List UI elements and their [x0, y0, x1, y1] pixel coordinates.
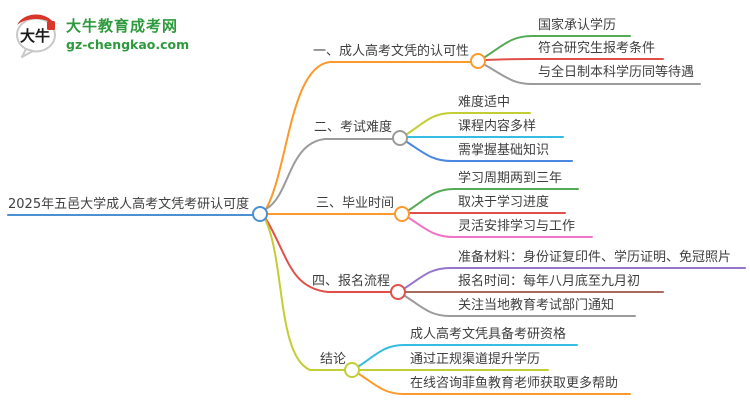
- branch-4-child-3: 关注当地教育考试部门通知: [458, 298, 615, 313]
- connector-branch-4-child-1: [404, 267, 746, 289]
- branch-3-child-3: 灵活安排学习与工作: [458, 219, 576, 234]
- branch-2-child-3: 需掌握基础知识: [458, 143, 550, 158]
- node-circle-branch-2: [392, 130, 408, 146]
- logo-site-url: gz-chengkao.com: [66, 36, 190, 52]
- daniu-speech-bubble-icon: 大牛: [16, 14, 56, 58]
- branch-4-child-1: 准备材料：身份证复印件、学历证明、免冠照片: [458, 250, 732, 265]
- connector-branch-2: [265, 138, 393, 210]
- site-logo[interactable]: 大牛 大牛教育成考网 gz-chengkao.com: [12, 8, 189, 58]
- connector-branch-2-child-1: [406, 112, 531, 135]
- branch-2-child-1: 难度适中: [458, 95, 511, 110]
- logo-icon-characters: 大牛: [20, 27, 50, 45]
- branch-5-child-2: 通过正规渠道提升学历: [410, 352, 541, 367]
- logo-site-name: 大牛教育成考网: [66, 16, 179, 35]
- branch-3-child-2: 取决于学习进度: [458, 195, 550, 210]
- node-circle-branch-1: [470, 53, 486, 69]
- central-topic: 2025年五邑大学成人高考文凭考研认可度: [8, 197, 250, 212]
- branch-1-child-3: 与全日制本科学历同等待遇: [538, 65, 695, 80]
- branch-5-child-1: 成人高考文凭具备考研资格: [410, 327, 567, 342]
- node-circle-branch-3: [394, 206, 410, 222]
- connector-branch-1-child-1: [484, 35, 631, 58]
- connector-branch-3-child-1: [408, 188, 579, 211]
- node-circle-branch-5: [344, 362, 360, 378]
- connector-branch-5-child-1: [358, 344, 578, 367]
- branch-4-title: 四、报名流程: [311, 274, 390, 289]
- branch-5-child-3: 在线咨询菲鱼教育老师获取更多帮助: [410, 376, 619, 391]
- node-circle-central: [252, 206, 268, 222]
- connector-branch-4-child-3: [404, 295, 636, 317]
- connector-branch-5: [264, 218, 345, 371]
- branch-1-child-2: 符合研究生报考条件: [538, 41, 656, 56]
- connector-branch-5-child-3: [358, 373, 631, 395]
- branch-2-title: 二、考试难度: [313, 120, 392, 135]
- branch-3-title: 三、毕业时间: [315, 196, 394, 211]
- connector-branch-1: [265, 61, 471, 210]
- branch-1-title: 一、成人高考文凭的认可性: [312, 44, 469, 59]
- branch-3-child-1: 学习周期两到三年: [458, 171, 563, 186]
- branch-4-child-2: 报名时间：每年八月底至九月初: [458, 274, 641, 289]
- connector-branch-1-child-3: [484, 64, 701, 85]
- branch-5-title: 结论: [319, 352, 346, 367]
- branch-1-child-1: 国家承认学历: [538, 18, 617, 33]
- connector-branch-1-child-2: [485, 58, 664, 61]
- branch-2-child-2: 课程内容多样: [458, 119, 537, 134]
- connector-branch-2-child-3: [406, 141, 573, 162]
- node-circle-branch-4: [390, 284, 406, 300]
- connector-branch-3-child-3: [408, 217, 593, 238]
- connector-branch-4: [265, 218, 391, 293]
